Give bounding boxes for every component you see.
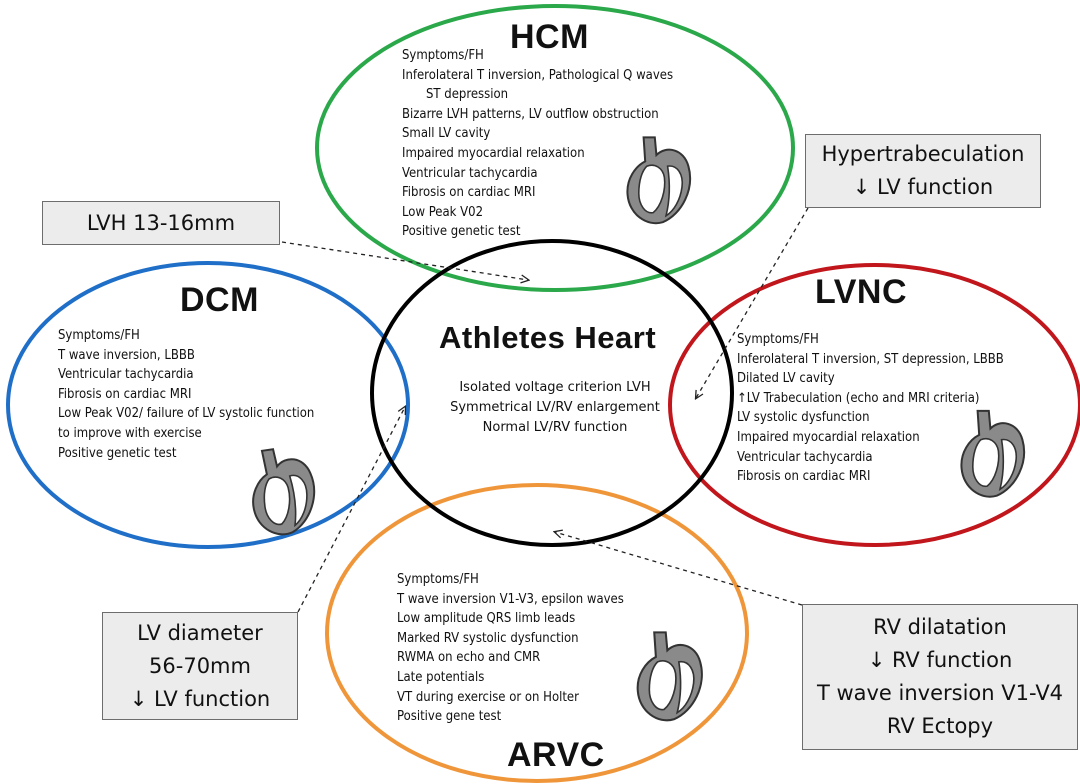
list-item: VT during exercise or on Holter xyxy=(397,689,579,705)
list-item: Dilated LV cavity xyxy=(737,371,835,387)
list-item: Small LV cavity xyxy=(402,126,491,142)
list-item: Low Peak V02 xyxy=(402,204,484,220)
callout-line: T wave inversion V1-V4 xyxy=(816,681,1064,705)
callout-line: 56-70mm xyxy=(149,653,251,678)
list-item: Bizarre LVH patterns, LV outflow obstruc… xyxy=(402,106,659,122)
callout-line: Hypertrabeculation xyxy=(821,142,1025,166)
callout-line: RV Ectopy xyxy=(886,714,994,738)
list-item: Low Peak V02/ failure of LV systolic fun… xyxy=(58,406,315,422)
athletes-heart-criteria-list: Isolated voltage criterion LVH Symmetric… xyxy=(440,378,670,438)
list-item: Positive genetic test xyxy=(402,224,521,240)
list-item: Marked RV systolic dysfunction xyxy=(397,630,579,646)
list-item: Symptoms/FH xyxy=(397,572,479,587)
athletes-heart-title: Athletes Heart xyxy=(439,320,657,355)
list-item: RWMA on echo and CMR xyxy=(397,650,541,666)
lvnc-criteria-list: Symptoms/FH Inferolateral T inversion, S… xyxy=(737,330,1004,487)
hcm-ellipse xyxy=(315,4,795,292)
arrow-lvh xyxy=(281,241,528,280)
callout-line: ↓ LV function xyxy=(129,686,271,711)
lvnc-title: LVNC xyxy=(815,273,908,311)
list-item: ST depression xyxy=(426,87,509,103)
list-item: Ventricular tachycardia xyxy=(402,165,538,181)
list-item: Impaired myocardial relaxation xyxy=(737,429,920,445)
list-item: Symptoms/FH xyxy=(737,332,819,347)
list-item: Late potentials xyxy=(397,669,485,685)
list-item: Symmetrical LV/RV enlargement xyxy=(450,400,660,415)
callout-line: LV diameter xyxy=(137,620,263,645)
list-item: Symptoms/FH xyxy=(58,328,140,343)
athletes-heart-ellipse xyxy=(370,239,734,547)
lv-diameter-callout-box: LV diameter 56-70mm ↓ LV function xyxy=(102,612,298,720)
list-item: Fibrosis on cardiac MRI xyxy=(737,469,871,485)
list-item: Low amplitude QRS limb leads xyxy=(397,611,576,627)
hcm-title: HCM xyxy=(510,18,589,56)
list-item: T wave inversion V1-V3, epsilon waves xyxy=(397,591,624,607)
list-item: Positive genetic test xyxy=(58,445,177,461)
dcm-ellipse xyxy=(6,261,410,549)
arvc-criteria-list: Symptoms/FH T wave inversion V1-V3, epsi… xyxy=(397,570,624,727)
arrow-lv-diameter xyxy=(297,407,405,613)
lvh-callout-box: LVH 13-16mm xyxy=(42,201,280,245)
list-item: Isolated voltage criterion LVH xyxy=(459,380,651,395)
callout-line: LVH 13-16mm xyxy=(86,210,236,235)
arrow-rv xyxy=(555,532,803,606)
dcm-title: DCM xyxy=(180,281,259,319)
heart-icon-arvc xyxy=(636,631,704,722)
list-item: Fibrosis on cardiac MRI xyxy=(402,185,536,201)
arvc-title: ARVC xyxy=(507,736,605,774)
lvnc-ellipse xyxy=(668,263,1080,547)
list-item: Inferolateral T inversion, ST depression… xyxy=(737,351,1004,367)
callout-line: ↓ RV function xyxy=(867,648,1013,672)
list-item: Impaired myocardial relaxation xyxy=(402,145,585,161)
list-item: Inferolateral T inversion, Pathological … xyxy=(402,67,674,83)
list-item: ↑LV Trabeculation (echo and MRI criteria… xyxy=(737,390,980,406)
list-item: Ventricular tachycardia xyxy=(58,367,194,383)
callout-line: RV dilatation xyxy=(873,615,1007,639)
list-item: T wave inversion, LBBB xyxy=(58,347,195,363)
list-item: to improve with exercise xyxy=(58,425,202,441)
rv-callout-box: RV dilatation ↓ RV function T wave inver… xyxy=(802,604,1078,750)
hcm-criteria-list: Symptoms/FH Inferolateral T inversion, P… xyxy=(402,46,673,242)
list-item: Normal LV/RV function xyxy=(482,420,628,435)
callout-line: ↓ LV function xyxy=(852,175,994,199)
list-item: Symptoms/FH xyxy=(402,48,484,63)
list-item: LV systolic dysfunction xyxy=(737,410,870,426)
hypertrabeculation-callout-box: Hypertrabeculation ↓ LV function xyxy=(805,134,1041,208)
list-item: Positive gene test xyxy=(397,709,502,725)
arvc-ellipse xyxy=(325,483,749,783)
list-item: Ventricular tachycardia xyxy=(737,449,873,465)
list-item: Fibrosis on cardiac MRI xyxy=(58,386,192,402)
dcm-criteria-list: Symptoms/FH T wave inversion, LBBB Ventr… xyxy=(58,326,314,463)
